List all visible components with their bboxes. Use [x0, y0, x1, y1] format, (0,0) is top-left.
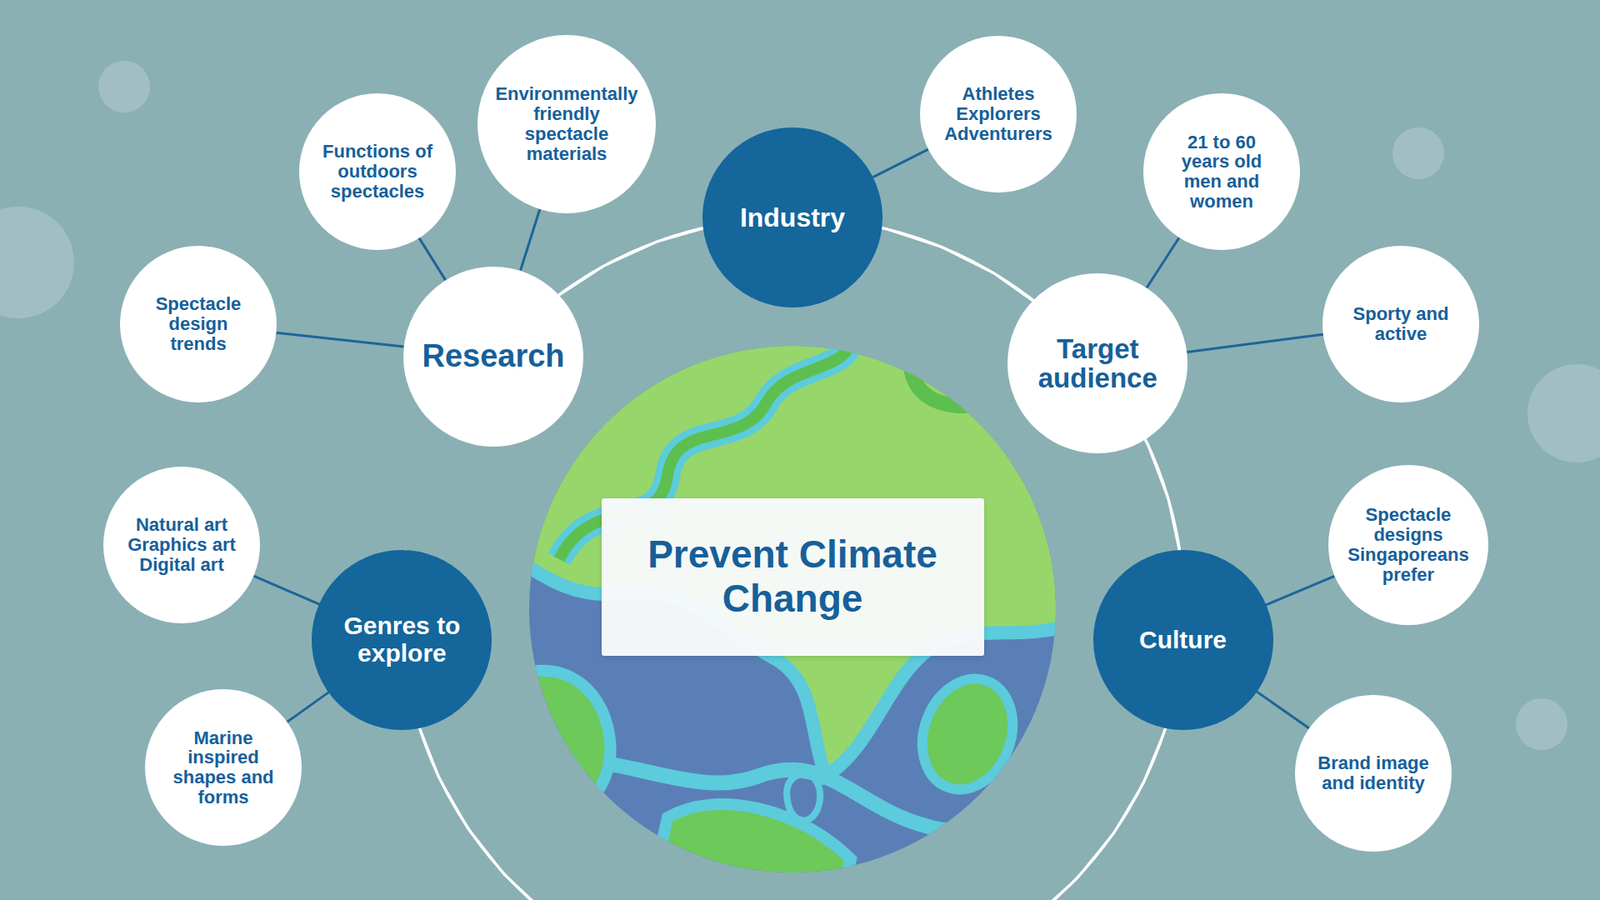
node-text: Spectacle design trends — [148, 294, 249, 354]
background-bubble — [98, 60, 150, 113]
node-text: Target audience — [1022, 334, 1173, 394]
topic-circle: Brand image and identity — [1295, 695, 1452, 852]
connector-line — [1256, 691, 1310, 729]
connector-line — [419, 238, 446, 281]
node-text: Environmentally friendly spectacle mater… — [491, 84, 642, 164]
connector-line — [275, 332, 404, 347]
earth-land — [907, 665, 1028, 802]
connector-line — [1146, 237, 1180, 289]
connector-line — [253, 575, 320, 605]
node-text: Spectacle designs Singaporeans prefer — [1341, 505, 1475, 585]
topic-circle: Sporty and active — [1322, 245, 1480, 403]
earth-illustration — [517, 325, 1076, 893]
topic-circle: Athletes Explorers Adventurers — [920, 35, 1077, 193]
node-text: Sporty and active — [1342, 304, 1460, 345]
connector-line — [1265, 575, 1335, 605]
node-text: 21 to 60 years old men and women — [1171, 132, 1272, 212]
node-text: Genres to explore — [330, 612, 473, 667]
earth-island — [786, 774, 820, 821]
node-text: Culture — [1139, 626, 1227, 654]
hub-circle: Research — [403, 266, 584, 447]
background-bubble — [1515, 698, 1568, 750]
earth-land — [650, 804, 851, 893]
connector-line — [520, 209, 540, 270]
topic-circle: Spectacle design trends — [120, 245, 277, 403]
connector-line — [286, 692, 329, 723]
background-bubble — [1527, 364, 1600, 463]
topic-circle: Spectacle designs Singaporeans prefer — [1328, 465, 1489, 625]
node-text: Research — [421, 339, 565, 374]
title-box: Prevent Climate Change — [601, 498, 985, 656]
earth-land — [517, 670, 611, 826]
node-text: Industry — [740, 203, 845, 233]
topic-circle: Natural art Graphics art Digital art — [103, 466, 260, 624]
connector-line — [1186, 334, 1323, 352]
ring-arc — [881, 227, 1034, 300]
connector-line — [873, 149, 929, 177]
background-bubble — [1392, 127, 1445, 180]
node-text: Athletes Explorers Adventurers — [935, 84, 1061, 144]
node-text: Functions of outdoors spectacles — [315, 141, 440, 201]
node-text: Brand image and identity — [1310, 753, 1436, 794]
node-text: Marine inspired shapes and forms — [169, 728, 278, 808]
ring-arc — [559, 227, 704, 295]
topic-circle: 21 to 60 years old men and women — [1143, 93, 1300, 250]
background-bubble — [0, 206, 75, 319]
node-text: Prevent Climate Change — [617, 532, 968, 621]
topic-circle: Environmentally friendly spectacle mater… — [477, 35, 656, 214]
topic-circle: Functions of outdoors spectacles — [299, 93, 456, 250]
node-text: Natural art Graphics art Digital art — [119, 515, 245, 575]
hub-circle: Culture — [1093, 550, 1274, 730]
hub-circle: Target audience — [1007, 273, 1188, 454]
topic-circle: Marine inspired shapes and forms — [145, 689, 302, 846]
hub-circle: Industry — [702, 127, 883, 308]
hub-circle: Genres to explore — [311, 550, 492, 730]
